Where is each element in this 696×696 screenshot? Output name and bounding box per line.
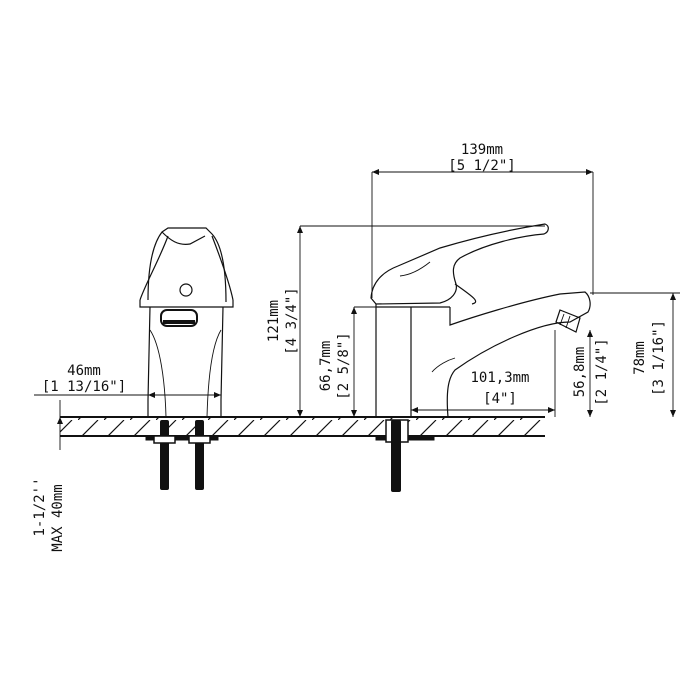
base-width-in: [1 13/16"] (42, 379, 126, 395)
spout-height-mm: 56,8mm (572, 347, 588, 398)
countertop (60, 416, 545, 437)
body-height-mm: 66,7mm (318, 341, 334, 392)
height-total-mm: 121mm (266, 300, 282, 342)
dimension-lines (34, 169, 680, 450)
reach-in: [4"] (483, 391, 517, 407)
reach-mm: 101,3mm (470, 370, 529, 386)
front-view-faucet (139, 227, 234, 490)
outlet-height-mm: 78mm (632, 341, 648, 375)
width-total-mm: 139mm (461, 142, 503, 158)
body-height-in: [2 5/8"] (336, 332, 352, 399)
base-width-mm: 46mm (67, 363, 101, 379)
height-total-in: [4 3/4"] (284, 287, 300, 354)
outlet-height-in: [3 1/16"] (651, 320, 667, 396)
side-view-faucet (370, 223, 591, 492)
dimension-labels: 139mm [5 1/2"] 46mm [1 13/16"] 121mm [4 … (32, 142, 667, 552)
deck-max-in: 1-1/2'' (32, 477, 48, 536)
deck-max-mm: MAX 40mm (50, 484, 66, 551)
width-total-in: [5 1/2"] (448, 158, 515, 174)
spout-height-in: [2 1/4"] (594, 338, 610, 405)
